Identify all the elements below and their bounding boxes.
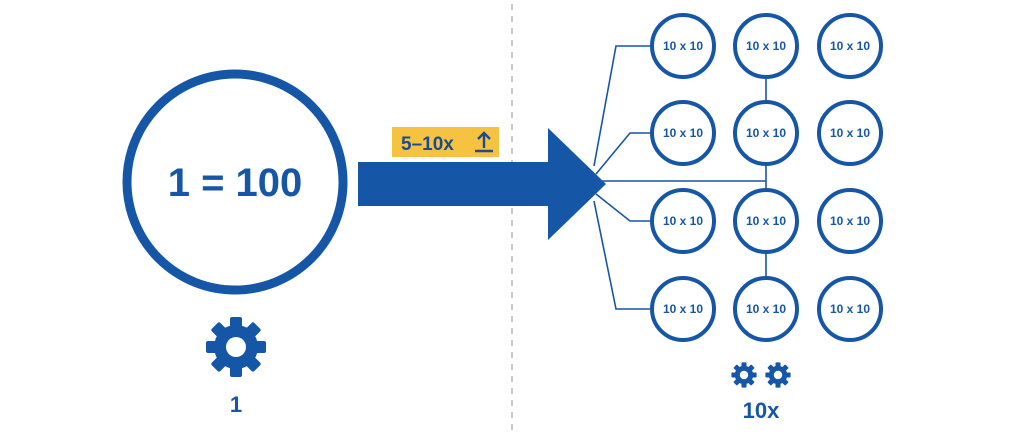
scale-arrow — [358, 128, 606, 240]
grid-unit-circle: 10 x 10 — [733, 276, 799, 342]
grid-unit-circle: 10 x 10 — [650, 276, 716, 342]
grid-unit-circle: 10 x 10 — [817, 276, 883, 342]
grid-unit-circle: 10 x 10 — [817, 100, 883, 166]
grid-unit-label: 10 x 10 — [663, 39, 703, 53]
gear-icon — [206, 317, 266, 377]
grid-unit-label: 10 x 10 — [746, 302, 786, 316]
grid-unit-label: 10 x 10 — [663, 126, 703, 140]
single-unit-label: 1 = 100 — [168, 161, 303, 205]
grid-unit-circle: 10 x 10 — [817, 13, 883, 79]
upload-arrow-icon — [475, 131, 493, 153]
scale-factor-text: 5–10x — [401, 134, 454, 155]
grid-unit-label: 10 x 10 — [830, 126, 870, 140]
scale-factor-badge: 5–10x — [392, 127, 499, 157]
grid-unit-label: 10 x 10 — [746, 39, 786, 53]
grid-unit-circle: 10 x 10 — [733, 188, 799, 254]
grid-unit-circle: 10 x 10 — [733, 100, 799, 166]
grid-unit-circle: 10 x 10 — [650, 100, 716, 166]
grid-unit-label: 10 x 10 — [830, 214, 870, 228]
grid-unit-circle: 10 x 10 — [650, 188, 716, 254]
grid-unit-label: 10 x 10 — [830, 39, 870, 53]
single-unit-circle: 1 = 100 — [122, 69, 348, 295]
grid-unit-circle: 10 x 10 — [650, 13, 716, 79]
grid-unit-circle: 10 x 10 — [817, 188, 883, 254]
grid-unit-label: 10 x 10 — [746, 126, 786, 140]
grid-unit-label: 10 x 10 — [663, 302, 703, 316]
grid-unit-circle: 10 x 10 — [733, 13, 799, 79]
single-unit-caption: 1 — [230, 392, 242, 417]
fanout-connectors — [593, 45, 767, 310]
grid-unit-label: 10 x 10 — [746, 214, 786, 228]
unit-grid: 10 x 10 10 x 10 10 x 10 10 x 10 10 x 10 10 x … — [650, 13, 883, 342]
multi-unit-caption: 10x — [743, 398, 780, 423]
gear-pair-icon — [731, 362, 791, 388]
grid-unit-label: 10 x 10 — [830, 302, 870, 316]
grid-unit-label: 10 x 10 — [663, 214, 703, 228]
